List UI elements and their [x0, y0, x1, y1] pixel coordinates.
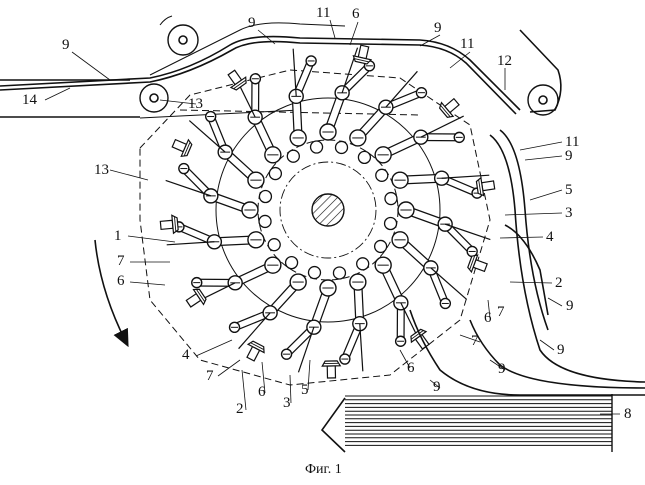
label-6: 6: [352, 6, 360, 22]
label-13: 13: [188, 96, 203, 112]
label-9: 9: [434, 20, 442, 36]
label-2: 2: [555, 275, 563, 291]
label-9: 9: [498, 361, 506, 377]
label-11: 11: [316, 5, 330, 21]
label-9: 9: [248, 15, 256, 31]
label-6: 6: [407, 360, 415, 376]
drum-frame: [140, 70, 490, 385]
sheet-stack-icon: [322, 394, 612, 452]
label-2: 2: [236, 401, 244, 417]
label-9: 9: [62, 37, 70, 53]
hatched-shaft-icon: [312, 194, 344, 226]
suction-cup-icon: [224, 67, 249, 91]
suction-cup-icon: [409, 328, 434, 352]
label-4: 4: [546, 229, 554, 245]
suction-cup-icon: [438, 95, 463, 120]
label-4: 4: [182, 347, 190, 363]
label-14: 14: [22, 92, 38, 108]
suction-cup-icon: [170, 135, 193, 158]
label-12: 12: [497, 53, 512, 69]
label-7: 7: [117, 253, 125, 269]
suction-cup-icon: [476, 176, 495, 196]
label-6: 6: [484, 310, 492, 326]
label-5: 5: [565, 182, 573, 198]
roller-icon: [160, 16, 198, 55]
label-9: 9: [557, 342, 565, 358]
figure-caption: Фиг. 1: [305, 462, 342, 477]
label-13: 13: [94, 162, 109, 178]
label-3: 3: [283, 395, 291, 411]
label-6: 6: [258, 384, 266, 400]
label-11: 11: [460, 36, 474, 52]
label-6: 6: [117, 273, 125, 289]
label-9: 9: [566, 298, 574, 314]
roller-icon: [140, 84, 168, 112]
label-5: 5: [301, 382, 309, 398]
reference-labels: 9 9 11 6 9 11 12 14 13 13 11 9 5 3 4 1 7…: [22, 5, 632, 477]
label-1: 1: [114, 228, 122, 244]
label-7: 7: [497, 304, 505, 320]
label-9: 9: [433, 379, 441, 395]
label-7: 7: [206, 368, 214, 384]
suction-cup-icon: [160, 215, 179, 234]
label-7: 7: [471, 333, 479, 349]
label-3: 3: [565, 205, 573, 221]
label-8: 8: [624, 406, 632, 422]
suction-cup-icon: [184, 287, 208, 311]
suction-cup-icon: [322, 361, 340, 378]
delivery-guides: [410, 130, 645, 395]
label-9: 9: [565, 148, 573, 164]
suction-cup-icon: [243, 340, 267, 363]
